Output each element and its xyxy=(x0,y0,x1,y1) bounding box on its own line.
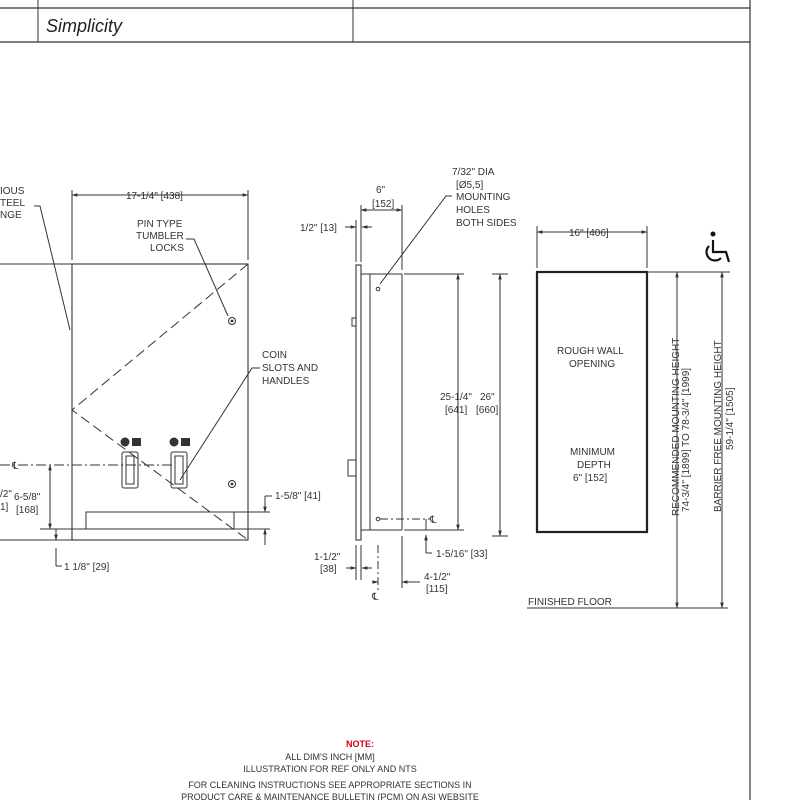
svg-text:6": 6" xyxy=(376,185,386,196)
front-view-labels: IOUS TEEL NGE 17-1/4" [438] PIN TYPE TUM… xyxy=(0,186,321,573)
svg-text:ILLUSTRATION FOR REF ONLY AND: ILLUSTRATION FOR REF ONLY AND NTS xyxy=(243,764,417,774)
centerline-symbol: ℄ xyxy=(11,461,19,472)
note-title: NOTE: xyxy=(346,739,374,749)
svg-text:4-1/2": 4-1/2" xyxy=(424,572,451,583)
accessibility-icon xyxy=(705,231,731,263)
wall-opening-view xyxy=(527,226,731,609)
svg-text:DEPTH: DEPTH xyxy=(577,460,611,471)
svg-text:RECOMMENDED MOUNTING HEIGHT: RECOMMENDED MOUNTING HEIGHT xyxy=(671,338,682,516)
svg-text:MOUNTING: MOUNTING xyxy=(456,192,511,203)
finished-floor-label: FINISHED FLOOR xyxy=(528,597,612,608)
svg-text:1-1/2": 1-1/2" xyxy=(314,552,341,563)
svg-text:74-3/4" [1899] TO 78-3/4" [199: 74-3/4" [1899] TO 78-3/4" [1999] xyxy=(681,368,692,512)
svg-text:LOCKS: LOCKS xyxy=(150,243,184,254)
svg-text:1-5/8" [41]: 1-5/8" [41] xyxy=(275,491,321,502)
svg-text:[Ø5,5]: [Ø5,5] xyxy=(456,180,483,191)
front-view xyxy=(0,190,272,567)
svg-text:26": 26" xyxy=(480,392,495,403)
svg-text:℄: ℄ xyxy=(429,515,437,526)
svg-text:BOTH SIDES: BOTH SIDES xyxy=(456,218,517,229)
svg-text:6-5/8": 6-5/8" xyxy=(14,492,41,503)
svg-text:ALL DIM'S INCH [MM]: ALL DIM'S INCH [MM] xyxy=(285,752,374,762)
notes-block: NOTE: ALL DIM'S INCH [MM] ILLUSTRATION F… xyxy=(181,739,479,800)
svg-text:/2": /2" xyxy=(0,489,12,500)
svg-text:℄: ℄ xyxy=(371,592,379,603)
svg-text:TUMBLER: TUMBLER xyxy=(136,231,184,242)
series-name: Simplicity xyxy=(46,16,123,36)
svg-text:IOUS: IOUS xyxy=(0,186,25,197)
svg-text:PIN TYPE: PIN TYPE xyxy=(137,219,183,230)
svg-text:BARRIER FREE MOUNTING HEIGHT: BARRIER FREE MOUNTING HEIGHT xyxy=(713,340,724,512)
opening-width-dim: 16" [406] xyxy=(569,228,609,239)
svg-text:[641]: [641] xyxy=(445,405,467,416)
svg-text:PRODUCT CARE & MAINTENANCE BUL: PRODUCT CARE & MAINTENANCE BULLETIN (PCM… xyxy=(181,792,479,800)
svg-text:[168]: [168] xyxy=(16,505,38,516)
svg-text:25-1/4": 25-1/4" xyxy=(440,392,472,403)
svg-text:[115]: [115] xyxy=(426,584,448,595)
svg-text:HOLES: HOLES xyxy=(456,205,490,216)
svg-text:FOR CLEANING INSTRUCTIONS SEE: FOR CLEANING INSTRUCTIONS SEE APPROPRIAT… xyxy=(188,780,471,790)
svg-text:[38]: [38] xyxy=(320,564,337,575)
svg-text:1/2" [13]: 1/2" [13] xyxy=(300,223,337,234)
svg-text:1 1/8" [29]: 1 1/8" [29] xyxy=(64,562,109,573)
svg-text:HANDLES: HANDLES xyxy=(262,376,310,387)
svg-text:MINIMUM: MINIMUM xyxy=(570,447,615,458)
coin-mechanism-left xyxy=(120,437,141,489)
svg-text:6" [152]: 6" [152] xyxy=(573,473,607,484)
svg-text:[152]: [152] xyxy=(372,199,394,210)
coin-mechanism-right xyxy=(169,437,190,489)
svg-text:OPENING: OPENING xyxy=(569,359,615,370)
svg-text:7/32" DIA: 7/32" DIA xyxy=(452,167,495,178)
svg-text:ROUGH WALL: ROUGH WALL xyxy=(557,346,624,357)
svg-text:NGE: NGE xyxy=(0,210,22,221)
svg-text:COIN: COIN xyxy=(262,350,287,361)
svg-text:1]: 1] xyxy=(0,502,9,513)
side-view-labels: 7/32" DIA [Ø5,5] MOUNTING HOLES BOTH SID… xyxy=(300,167,517,603)
svg-text:SLOTS AND: SLOTS AND xyxy=(262,363,318,374)
side-view xyxy=(345,195,508,592)
title-block xyxy=(0,0,751,800)
svg-text:1-5/16" [33]: 1-5/16" [33] xyxy=(436,549,488,560)
front-width-dim: 17-1/4" [438] xyxy=(126,191,183,202)
svg-text:[660]: [660] xyxy=(476,405,498,416)
svg-text:59-1/4" [1505]: 59-1/4" [1505] xyxy=(725,387,736,450)
svg-text:TEEL: TEEL xyxy=(0,198,25,209)
wall-opening-labels: 16" [406] ROUGH WALL OPENING MINIMUM DEP… xyxy=(528,228,736,608)
